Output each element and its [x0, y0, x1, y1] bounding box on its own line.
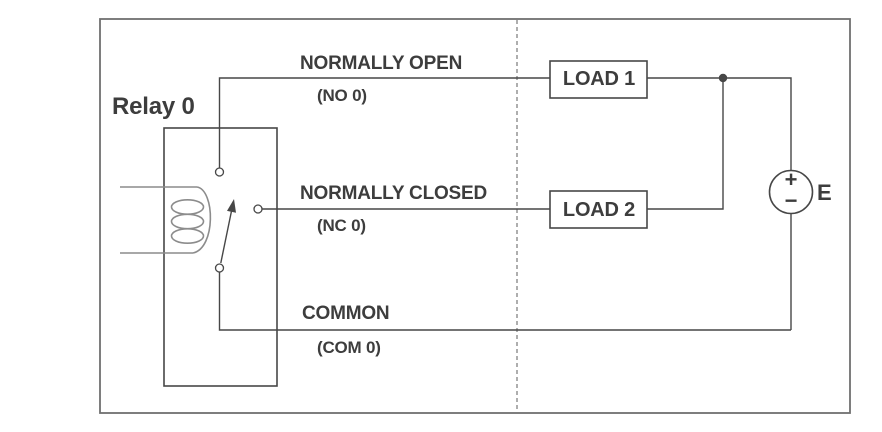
coil-back-curve: [192, 186, 212, 254]
battery-circle: [768, 169, 814, 215]
common-label: COMMON: [302, 303, 390, 324]
armature-arrowhead-icon: [227, 199, 236, 213]
common-terminal: [214, 263, 225, 273]
relay-coil: [120, 186, 212, 254]
coil-loop: [170, 228, 205, 245]
nc-terminal: [253, 204, 263, 214]
normally-closed-label: NORMALLY CLOSED: [300, 183, 488, 204]
switch-armature: [220, 199, 236, 264]
no-pin-label: (NO 0): [317, 86, 367, 105]
normally-open-label: NORMALLY OPEN: [300, 53, 463, 74]
wire-common: [218, 272, 791, 331]
wire-load2-to-junction: [647, 78, 724, 210]
load2-box: [549, 190, 648, 229]
com-pin-label: (COM 0): [317, 338, 381, 357]
wire-normally-open: [218, 77, 550, 168]
relay-outline: [163, 127, 278, 387]
load1-label: LOAD 1: [562, 68, 636, 90]
battery-plus-icon: +: [784, 167, 798, 192]
relay-label: Relay 0: [112, 93, 195, 120]
diagram-frame: [99, 18, 851, 414]
no-terminal: [214, 167, 225, 177]
junction-dot: [718, 73, 728, 83]
nc-pin-label: (NC 0): [317, 216, 366, 235]
battery-minus-icon: −: [784, 188, 798, 213]
load2-label: LOAD 2: [562, 199, 636, 221]
load1-box: [549, 60, 648, 99]
armature-arm: [220, 210, 233, 264]
wire-load1-to-battery: [647, 77, 792, 171]
battery-label: E: [817, 180, 832, 205]
